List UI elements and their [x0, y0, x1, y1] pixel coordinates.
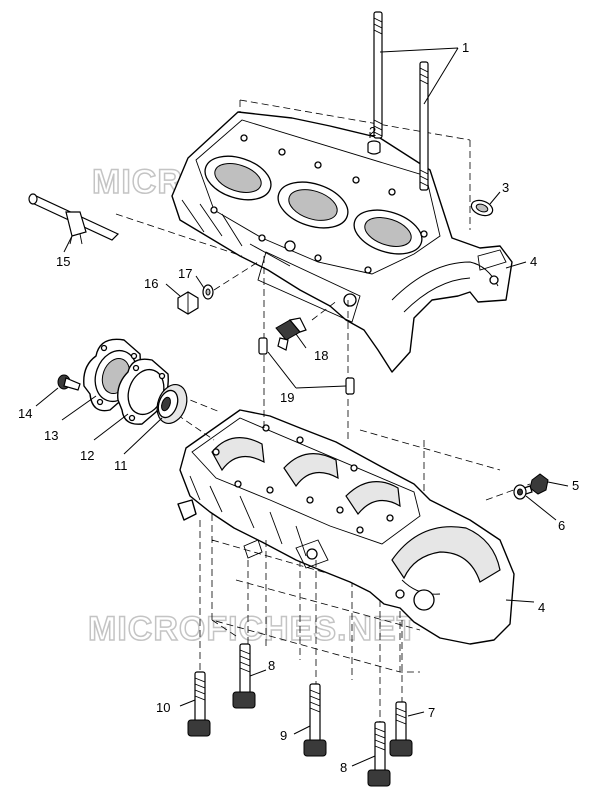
callout-7: 7 — [428, 705, 435, 720]
stud-1-left — [373, 11, 383, 139]
watermark-bottom: MICROFICHES.NET — [88, 610, 418, 648]
callout-15: 15 — [56, 254, 70, 269]
callout-2: 2 — [369, 124, 376, 139]
callout-6: 6 — [558, 518, 565, 533]
bolt-8-right — [367, 721, 391, 787]
callout-10: 10 — [156, 700, 170, 715]
callout-numbers: 1 2 3 4 15 16 17 18 19 14 13 12 11 5 6 4… — [18, 40, 579, 775]
callout-18: 18 — [314, 348, 328, 363]
callout-17: 17 — [178, 266, 192, 281]
bolt-9 — [303, 683, 327, 757]
callout-8-right: 8 — [340, 760, 347, 775]
callout-5: 5 — [572, 478, 579, 493]
dowel-pin-19-lower — [345, 377, 355, 395]
o-ring-3 — [470, 199, 494, 217]
callout-1: 1 — [462, 40, 469, 55]
dowel-pin-2 — [367, 140, 381, 155]
leader-lines — [35, 47, 569, 767]
washer-17 — [202, 284, 214, 300]
upper-crankcase — [171, 99, 513, 373]
callout-3: 3 — [502, 180, 509, 195]
dowel-pin-19-upper — [258, 337, 268, 355]
callout-16: 16 — [144, 276, 158, 291]
stud-1-right — [419, 61, 429, 191]
water-pipe-15 — [28, 193, 120, 245]
bolt-7 — [389, 701, 413, 757]
gasket-12 — [117, 358, 169, 425]
callout-13: 13 — [44, 428, 58, 443]
fitting-18 — [275, 317, 307, 351]
bolt-10 — [187, 671, 211, 737]
washer-6 — [513, 484, 527, 500]
bolt-8-left — [232, 643, 256, 709]
callout-4-upper: 4 — [530, 254, 537, 269]
callout-8-left: 8 — [268, 658, 275, 673]
lower-crankcase — [177, 409, 515, 680]
callout-9: 9 — [280, 728, 287, 743]
bolt-16 — [177, 291, 199, 315]
oil-seal-11 — [156, 384, 188, 424]
callout-12: 12 — [80, 448, 94, 463]
callout-4-lower: 4 — [538, 600, 545, 615]
screw-14 — [57, 374, 81, 391]
callout-14: 14 — [18, 406, 32, 421]
callout-19: 19 — [280, 390, 294, 405]
callout-11: 11 — [114, 458, 128, 473]
